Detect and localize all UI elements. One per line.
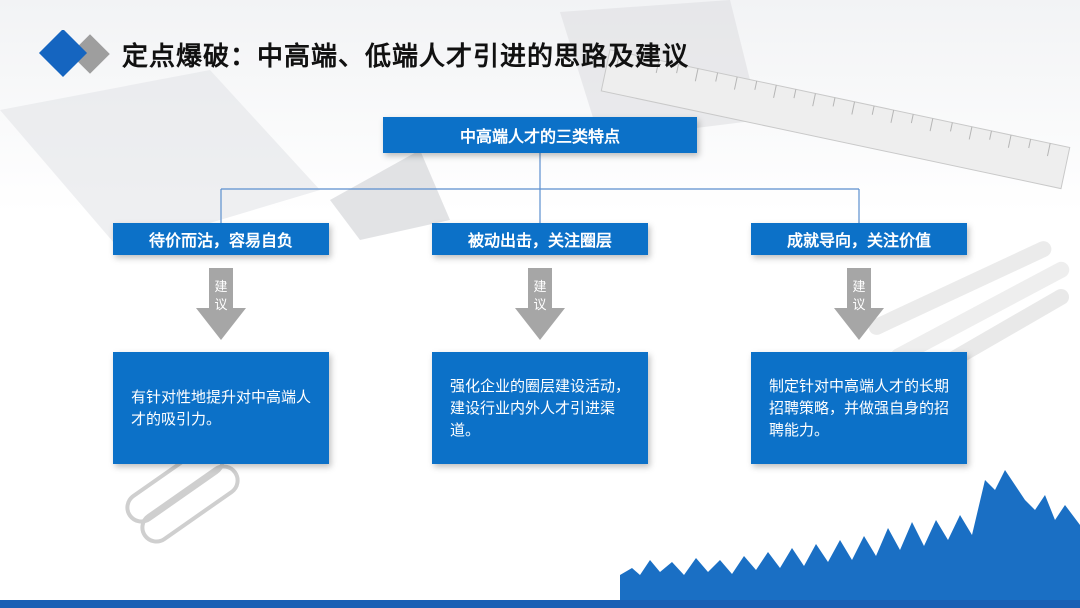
arrow-label-bottom: 议 [515,298,565,314]
advice-text-1: 有针对性地提升对中高端人才的吸引力。 [131,386,311,430]
category-node-2: 被动出击，关注圈层 [432,223,648,255]
advice-box-2: 强化企业的圈层建设活动，建设行业内外人才引进渠道。 [432,352,648,464]
advice-text-3: 制定针对中高端人才的长期招聘策略，并做强自身的招聘能力。 [769,375,949,441]
advice-text-2: 强化企业的圈层建设活动，建设行业内外人才引进渠道。 [450,375,630,441]
category-node-3: 成就导向，关注价值 [751,223,967,255]
arrow-label-top: 建 [515,280,565,296]
advice-box-1: 有针对性地提升对中高端人才的吸引力。 [113,352,329,464]
arrow-label-top: 建 [834,280,884,296]
arrow-label-bottom: 议 [196,298,246,314]
category-node-1: 待价而沽，容易自负 [113,223,329,255]
advice-arrow-3: 建 议 [834,268,884,340]
advice-arrow-2: 建 议 [515,268,565,340]
arrow-label-bottom: 议 [834,298,884,314]
root-node: 中高端人才的三类特点 [383,117,697,153]
advice-arrow-1: 建 议 [196,268,246,340]
arrow-label-top: 建 [196,280,246,296]
bottom-bar [0,600,1080,608]
advice-box-3: 制定针对中高端人才的长期招聘策略，并做强自身的招聘能力。 [751,352,967,464]
